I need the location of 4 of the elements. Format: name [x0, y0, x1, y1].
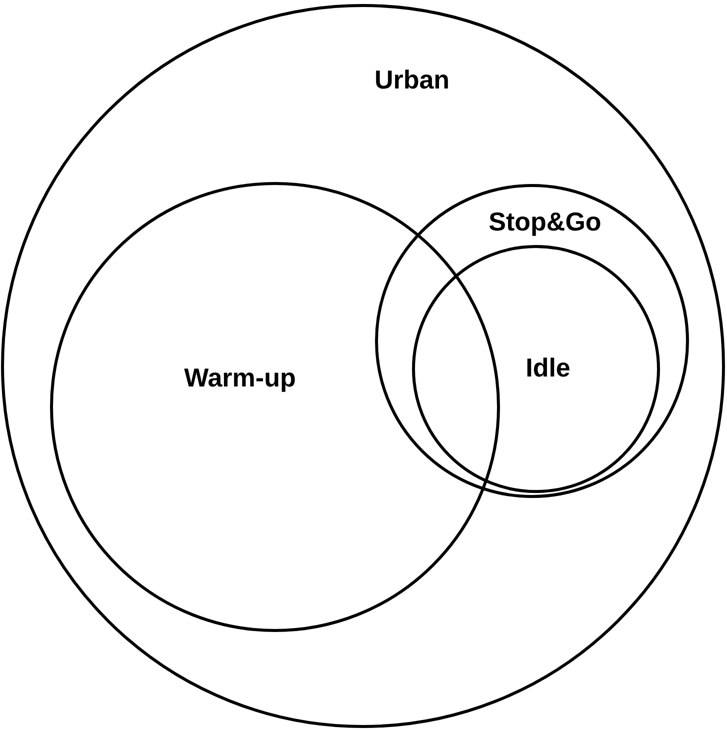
set-label: Idle — [526, 352, 570, 384]
set-label: Warm-up — [184, 362, 296, 394]
set-label: Stop&Go — [488, 206, 602, 238]
set-label: Urban — [374, 64, 450, 96]
